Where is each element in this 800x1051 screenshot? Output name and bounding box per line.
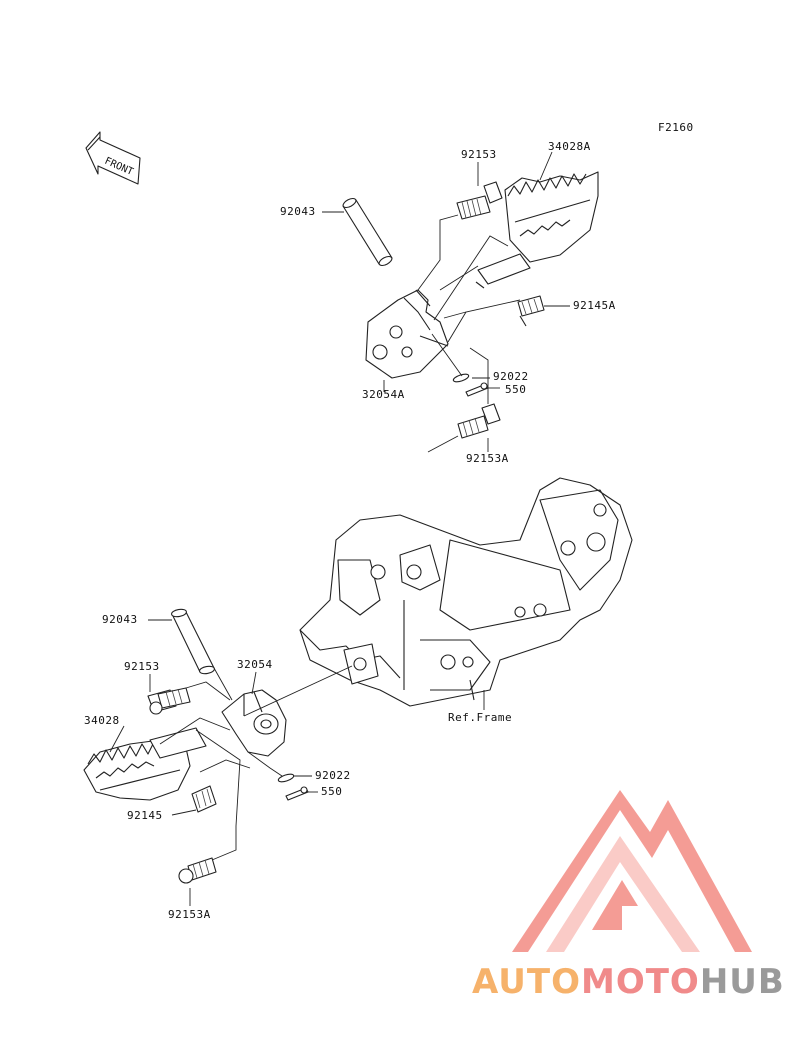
lower-spring-label: 92145 xyxy=(127,809,163,822)
frame-part xyxy=(299,477,633,707)
lower-footpeg-part xyxy=(83,727,207,801)
lower-washer-part xyxy=(277,773,295,783)
upper-pin-part xyxy=(342,197,393,267)
upper-bracket-part xyxy=(365,289,449,379)
watermark-hub: HUB xyxy=(699,962,785,1002)
upper-bolt-lower-part xyxy=(427,403,501,453)
upper-footpeg-label: 34028A xyxy=(548,140,591,153)
watermark-moto: MOTO xyxy=(580,962,700,1002)
lower-pin-label: 92043 xyxy=(102,613,138,626)
upper-washer-part xyxy=(452,373,470,383)
lower-footpeg-label: 34028 xyxy=(84,714,120,727)
lower-bracket-label: 32054 xyxy=(237,658,273,671)
upper-cotter-pin-label: 550 xyxy=(505,383,527,396)
lower-bolt-lower-part xyxy=(178,857,217,884)
lower-assembly xyxy=(83,608,353,884)
lower-cotter-pin-part xyxy=(285,786,309,801)
lower-spring-part xyxy=(191,785,217,813)
upper-bolt-lower-label: 92153A xyxy=(466,452,509,465)
upper-washer-label: 92022 xyxy=(493,370,529,383)
upper-bolt-part xyxy=(456,181,503,220)
upper-cotter-pin-part xyxy=(465,382,489,397)
label-leaders xyxy=(109,151,570,906)
watermark-logo-text: AUTOMOTOHUB xyxy=(472,962,785,1002)
figure-code: F2160 xyxy=(658,121,694,134)
lower-cotter-pin-label: 550 xyxy=(321,785,343,798)
watermark-auto: AUTO xyxy=(472,962,581,1002)
lower-bolt-part xyxy=(147,687,191,715)
lower-pin-part xyxy=(171,608,215,675)
upper-footpeg-part xyxy=(475,171,599,289)
front-arrow-icon: FRONT xyxy=(85,131,141,185)
lower-bolt-label: 92153 xyxy=(124,660,160,673)
upper-bolt-label: 92153 xyxy=(461,148,497,161)
lower-bolt-lower-label: 92153A xyxy=(168,908,211,921)
upper-spring-part xyxy=(517,295,545,327)
upper-assembly xyxy=(342,171,599,453)
upper-pin-label: 92043 xyxy=(280,205,316,218)
upper-spring-label: 92145A xyxy=(573,299,616,312)
automotohub-logo-icon xyxy=(512,790,752,952)
lower-washer-label: 92022 xyxy=(315,769,351,782)
ref-frame-label: Ref.Frame xyxy=(448,711,513,724)
upper-bracket-label: 32054A xyxy=(362,388,405,401)
